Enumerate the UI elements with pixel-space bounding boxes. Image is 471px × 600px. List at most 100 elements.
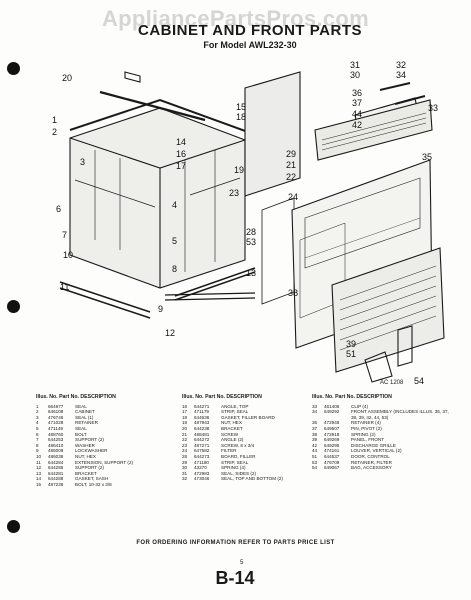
column-header: Illus. No. Part No. DESCRIPTION — [36, 394, 116, 400]
callout-16: 16 — [176, 149, 186, 159]
column-header: Illus. No. Part No. DESCRIPTION — [182, 394, 262, 400]
callout-34: 34 — [396, 70, 406, 80]
callout-36: 36 — [352, 88, 362, 98]
callout-9: 9 — [158, 304, 163, 314]
callout-22: 22 — [286, 172, 296, 182]
callout-2: 2 — [52, 127, 57, 137]
callout-39: 39 — [346, 339, 356, 349]
callout-38: 38 — [288, 288, 298, 298]
binder-hole — [7, 520, 20, 533]
drawing-id: AC 1208 — [380, 380, 404, 386]
callout-44: 44 — [352, 109, 362, 119]
callout-8: 8 — [172, 264, 177, 274]
cabinet-drawing — [69, 98, 249, 289]
callout-31: 31 — [350, 60, 360, 70]
page-number: 5 — [240, 560, 244, 566]
callout-35: 35 — [422, 152, 432, 162]
callout-4: 4 — [172, 200, 177, 210]
discharge-grille-drawing — [314, 97, 433, 161]
callout-30: 30 — [350, 70, 360, 80]
callout-23: 23 — [229, 188, 239, 198]
callout-21: 21 — [286, 160, 296, 170]
model-subtitle: For Model AWL232-30 — [203, 40, 297, 50]
page-title: CABINET AND FRONT PARTS — [138, 22, 362, 39]
callout-24: 24 — [288, 192, 298, 202]
callout-10: 10 — [63, 250, 73, 260]
watermark: AppliancePartsPros.com — [101, 6, 370, 31]
callout-42: 42 — [352, 120, 362, 130]
callout-28: 28 — [246, 227, 256, 237]
callout-53: 53 — [246, 237, 256, 247]
callout-29: 29 — [286, 149, 296, 159]
callout-54: 54 — [414, 376, 424, 386]
exploded-parts-diagram: 1 2 3 4 5 6 7 8 9 10 11 12 13 14 15 16 1… — [52, 60, 445, 386]
callout-6: 6 — [56, 204, 61, 214]
binder-hole — [7, 62, 20, 75]
callout-3: 3 — [80, 157, 85, 167]
callout-18: 18 — [236, 112, 246, 122]
callout-14: 14 — [176, 137, 186, 147]
callout-1: 1 — [52, 115, 57, 125]
callout-13: 13 — [246, 268, 256, 278]
callout-51: 51 — [346, 349, 356, 359]
callout-labels: 1 2 3 4 5 6 7 8 9 10 11 12 13 14 15 16 1… — [52, 60, 438, 386]
callout-17: 17 — [176, 161, 186, 171]
callout-19: 19 — [234, 165, 244, 175]
callout-15: 15 — [236, 102, 246, 112]
callout-32: 32 — [396, 60, 406, 70]
column-header: Illus. No. Part No. DESCRIPTION — [312, 394, 392, 400]
callout-7: 7 — [62, 230, 67, 240]
front-panel-drawing — [331, 247, 445, 373]
binder-hole — [7, 300, 20, 313]
callout-33: 33 — [428, 103, 438, 113]
callout-11: 11 — [60, 282, 69, 292]
ordering-footer: FOR ORDERING INFORMATION REFER TO PARTS … — [136, 540, 335, 546]
callout-5: 5 — [172, 236, 177, 246]
callout-20: 20 — [62, 73, 72, 83]
callout-12: 12 — [165, 328, 175, 338]
page-label: B-14 — [215, 568, 255, 588]
